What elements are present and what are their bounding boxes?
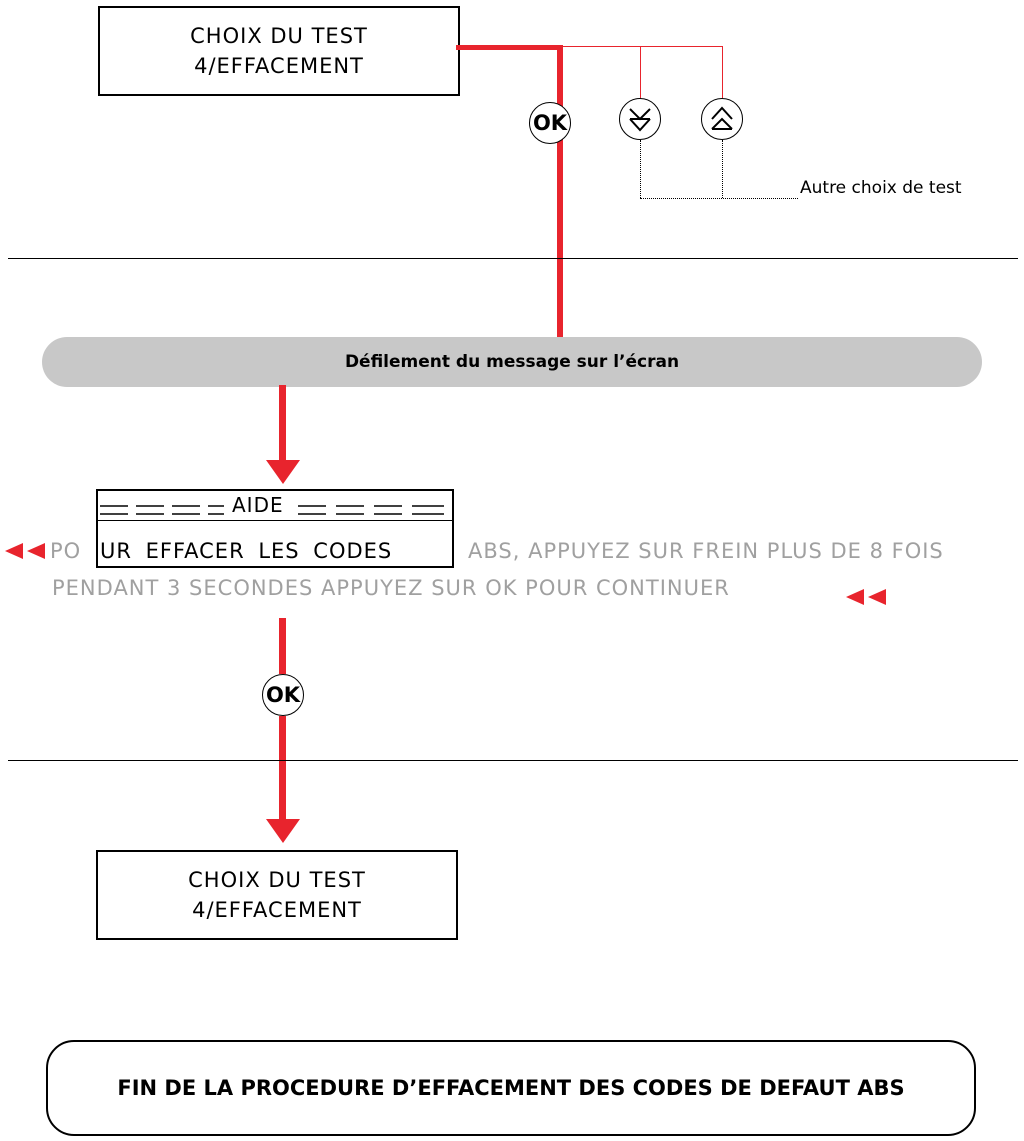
scroll-text-row1-boxed: UR EFFACER LES CODES [100, 539, 393, 563]
procedure-end-banner: FIN DE LA PROCEDURE D’EFFACEMENT DES COD… [46, 1040, 976, 1136]
red-flow-line-4 [279, 716, 286, 820]
top-thin-red-connector [560, 46, 723, 47]
top-screen-display: CHOIX DU TEST 4/EFFACEMENT [98, 6, 460, 96]
bottom-screen-display: CHOIX DU TEST 4/EFFACEMENT [96, 850, 458, 940]
up-button-red-link [722, 46, 723, 98]
dotted-link-horizontal [640, 198, 798, 199]
scroll-text-row2: PENDANT 3 SECONDES APPUYEZ SUR OK POUR C… [52, 576, 730, 600]
help-screen-frame [96, 520, 454, 568]
scroll-down-button[interactable] [619, 98, 661, 140]
main-red-flow-line [557, 45, 563, 337]
end-banner-text: FIN DE LA PROCEDURE D’EFFACEMENT DES COD… [117, 1076, 905, 1100]
double-chevron-up-icon [711, 106, 733, 130]
scroll-up-button[interactable] [701, 98, 743, 140]
section-divider-2 [8, 760, 1018, 761]
scroll-left-arrow-icon [846, 589, 886, 605]
double-dash-decoration [298, 505, 444, 515]
red-flow-line-3 [279, 618, 286, 674]
down-button-red-link [640, 46, 641, 98]
top-screen-line2: 4/EFFACEMENT [194, 54, 364, 78]
help-title: AIDE [232, 493, 284, 517]
bottom-screen-line2: 4/EFFACEMENT [192, 898, 362, 922]
ok-button[interactable]: OK [529, 102, 571, 144]
message-band-label: Défilement du message sur l’écran [344, 352, 680, 372]
ok-button[interactable]: OK [262, 674, 304, 716]
red-arrow-head-1 [266, 460, 300, 484]
help-screen-title-row: AIDE [96, 489, 454, 521]
double-chevron-down-icon [629, 108, 651, 132]
double-dash-decoration [100, 505, 224, 515]
scroll-left-arrow-icon [5, 543, 45, 559]
message-scroll-band: Défilement du message sur l’écran [42, 337, 982, 387]
top-red-connector [456, 45, 560, 50]
help-title-dashes-left [100, 501, 224, 515]
dotted-link-down [640, 140, 641, 198]
bottom-screen-line1: CHOIX DU TEST [188, 868, 366, 892]
section-divider-1 [8, 258, 1018, 259]
scroll-text-row1-left: PO [50, 539, 82, 563]
dotted-link-up [722, 140, 723, 198]
red-flow-line-2 [279, 385, 286, 461]
scroll-text-row1-right: ABS, APPUYEZ SUR FREIN PLUS DE 8 FOIS [468, 539, 944, 563]
help-title-dashes-right [298, 501, 448, 515]
other-choice-label: Autre choix de test [800, 178, 962, 198]
red-arrow-head-2 [266, 819, 300, 843]
top-screen-line1: CHOIX DU TEST [190, 24, 368, 48]
